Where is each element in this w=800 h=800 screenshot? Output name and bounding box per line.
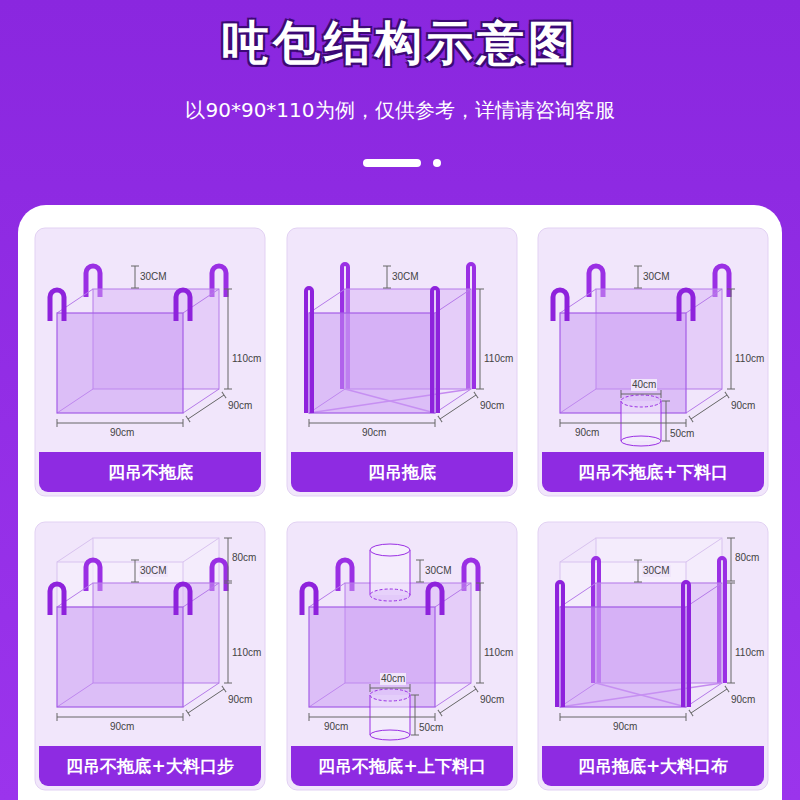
dimension-label: 90cm: [109, 721, 135, 733]
indicator-dot: [433, 159, 441, 167]
dimension-label: 30CM: [139, 565, 168, 577]
card-label: 四吊不拖底: [39, 452, 261, 492]
dimension-label: 110cm: [483, 647, 514, 659]
bag-figure: [50, 538, 228, 717]
bag-figure: [306, 264, 480, 423]
dimension-label: 50cm: [669, 428, 695, 440]
bag-figure: [553, 266, 731, 446]
card-label: 四吊不拖底+下料口: [542, 452, 764, 492]
dimension-label: 30CM: [642, 271, 671, 283]
dimension-label: 90cm: [612, 721, 638, 733]
dimension-label: 90cm: [323, 721, 349, 733]
dimension-label: 30CM: [642, 565, 671, 577]
dimension-label: 80cm: [734, 552, 760, 564]
dimension-label: 90cm: [227, 400, 253, 412]
dimension-label: 110cm: [231, 647, 262, 659]
bag-figure: [302, 544, 480, 740]
dimension-label: 110cm: [483, 353, 514, 365]
dimension-label: 90cm: [109, 427, 135, 439]
card-label: 四吊不拖底+大料口步: [39, 746, 261, 786]
dimension-label: 50cm: [418, 722, 444, 734]
bag-figure: [50, 266, 228, 423]
dimension-label: 30CM: [139, 271, 168, 283]
dimension-label: 90cm: [479, 400, 505, 412]
page-title: 吨包结构示意图: [0, 8, 800, 78]
dimension-label: 40cm: [631, 379, 657, 391]
dimension-label: 90cm: [479, 694, 505, 706]
bag-figure: [557, 538, 731, 717]
card-grounds: [35, 228, 768, 790]
subtitle: 以90*90*110为例，仅供参考，详情请咨询客服: [0, 96, 800, 124]
dimension-label: 110cm: [734, 353, 765, 365]
dimension-label: 30CM: [424, 565, 453, 577]
dimension-label: 90cm: [574, 427, 600, 439]
dimension-label: 80cm: [231, 552, 257, 564]
dimension-label: 90cm: [730, 694, 756, 706]
dimension-label: 90cm: [227, 694, 253, 706]
card-label: 四吊拖底: [291, 452, 513, 492]
dimension-label: 110cm: [734, 647, 765, 659]
dimension-label: 30CM: [391, 271, 420, 283]
indicator-bar: [363, 159, 421, 167]
dimension-label: 110cm: [231, 353, 262, 365]
dimension-label: 40cm: [380, 673, 406, 685]
card-label: 四吊不拖底+上下料口: [291, 746, 513, 786]
dimension-label: 90cm: [730, 400, 756, 412]
panel: [18, 205, 782, 800]
card-label: 四吊拖底+大料口布: [542, 746, 764, 786]
dimension-label: 90cm: [361, 427, 387, 439]
